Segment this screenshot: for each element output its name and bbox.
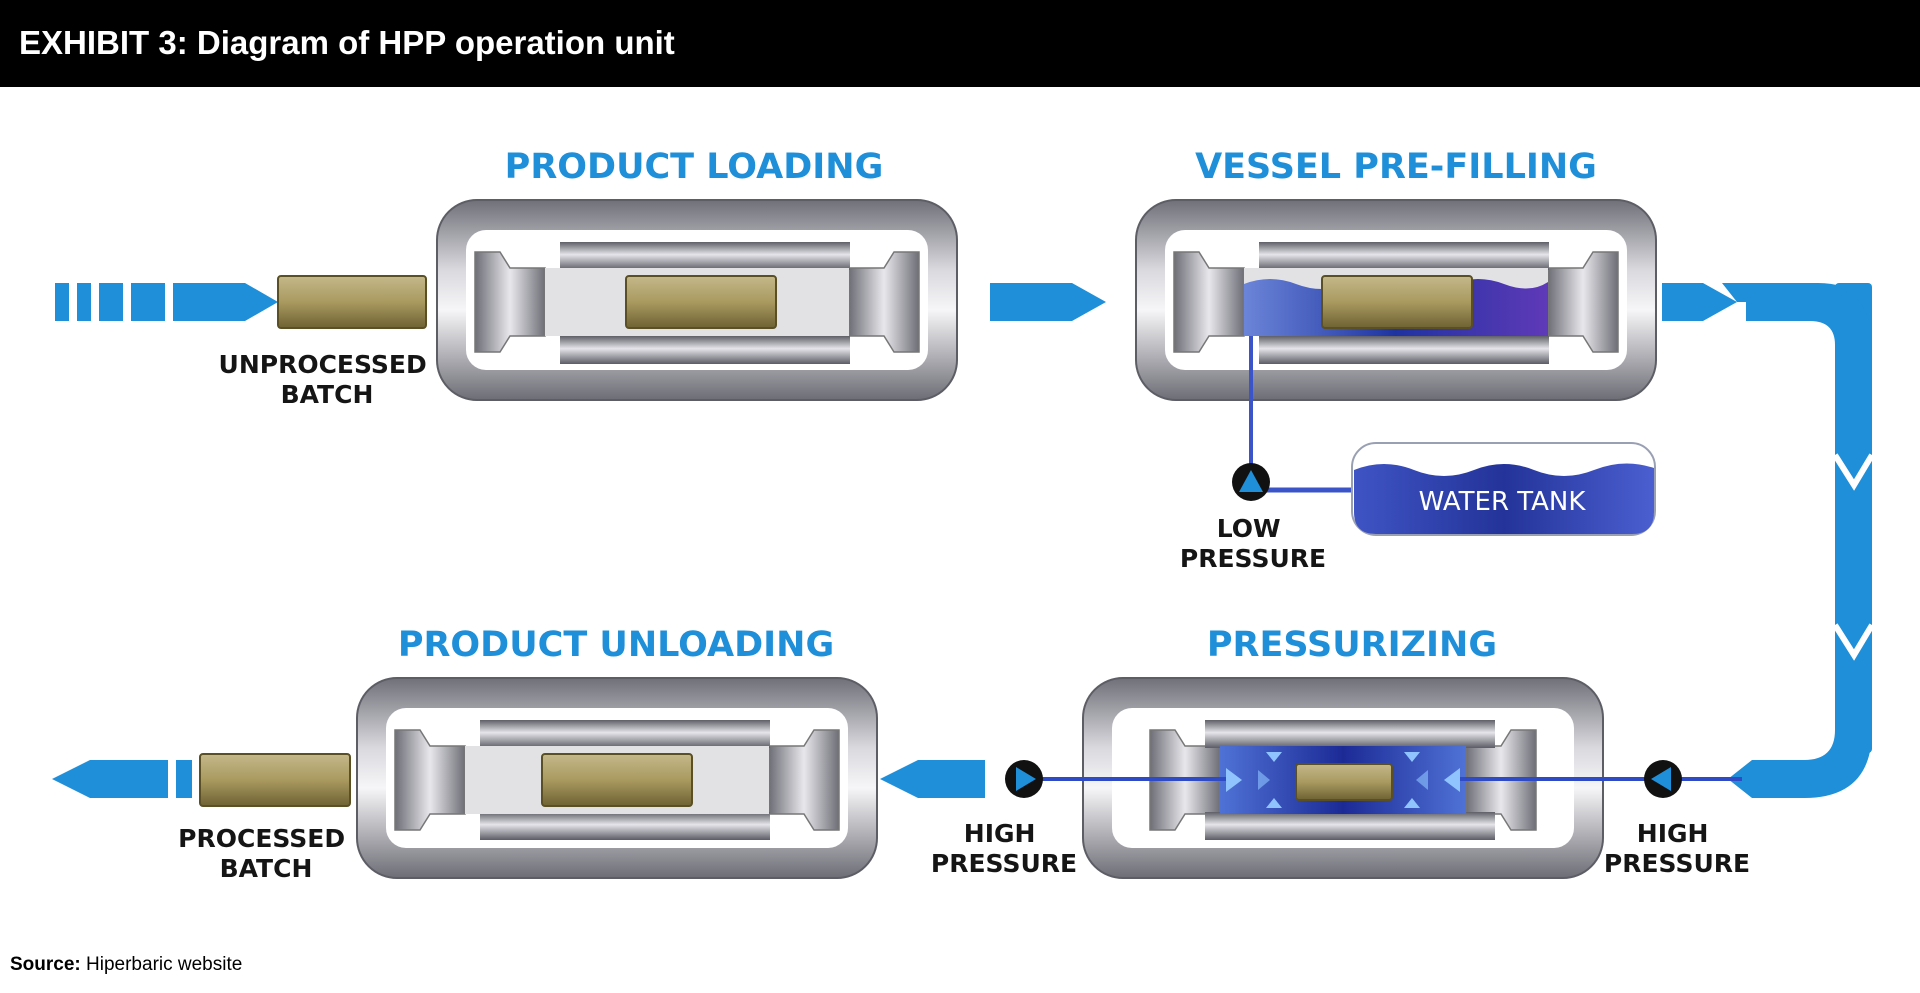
unprocessed-batch: UNPROCESSED BATCH bbox=[219, 275, 436, 409]
return-path-corner bbox=[1746, 283, 1872, 345]
label-line: HIGH bbox=[964, 819, 1036, 848]
stage-title: VESSEL PRE-FILLING bbox=[1195, 147, 1597, 187]
water-tank-water bbox=[1354, 463, 1654, 534]
stage-product-unloading: PRODUCT UNLOADING bbox=[356, 625, 878, 879]
source-note: Source: Hiperbaric website bbox=[10, 954, 242, 976]
food-batch bbox=[1321, 275, 1473, 329]
label-line: PRESSURE bbox=[931, 849, 1077, 878]
down-chevron bbox=[1832, 623, 1875, 661]
vessel-barrel-bottom bbox=[1259, 336, 1549, 364]
source-text: Hiperbaric website bbox=[80, 954, 243, 975]
pump-arrow-up bbox=[1239, 470, 1263, 492]
return-path-bar bbox=[1835, 283, 1872, 753]
outgoing-dash bbox=[176, 760, 192, 798]
incoming-dash bbox=[55, 283, 69, 321]
stage-title: PRODUCT LOADING bbox=[505, 147, 884, 187]
pressure-arrows bbox=[1226, 752, 1460, 808]
unprocessed-batch-label: UNPROCESSED BATCH bbox=[219, 350, 436, 409]
vessel-barrel-bottom bbox=[1205, 812, 1495, 840]
return-path-bottom bbox=[1760, 730, 1872, 798]
low-pressure-label: LOW PRESSURE bbox=[1180, 514, 1326, 573]
stage-vessel-prefilling: VESSEL PRE-FILLING bbox=[1135, 147, 1657, 401]
label-line: BATCH bbox=[220, 854, 313, 883]
high-pressure-circuit: HIGH PRESSURE HIGH PRESSURE bbox=[931, 760, 1750, 878]
stage-title: PRESSURIZING bbox=[1207, 625, 1497, 665]
low-pressure-circuit: LOW PRESSURE WATER TANK bbox=[1180, 336, 1656, 573]
arrow-to-prefilling bbox=[990, 283, 1106, 321]
pump-arrow-left bbox=[1651, 767, 1671, 791]
high-pressure-right-label: HIGH PRESSURE bbox=[1604, 819, 1750, 878]
vessel-barrel-bottom bbox=[560, 336, 850, 364]
stage-pressurizing: PRESSURIZING bbox=[1082, 625, 1604, 879]
stage-product-loading: PRODUCT LOADING bbox=[436, 147, 958, 401]
incoming-arrow-head bbox=[173, 283, 278, 321]
food-batch bbox=[199, 753, 351, 807]
processed-batch-label: PROCESSED BATCH bbox=[178, 824, 354, 883]
incoming-dash bbox=[131, 283, 165, 321]
food-batch bbox=[625, 275, 777, 329]
vessel-barrel-top bbox=[1259, 242, 1549, 270]
pump-arrow-right bbox=[1016, 767, 1036, 791]
label-line: UNPROCESSED bbox=[219, 350, 427, 379]
arrow-out-prefilling bbox=[1662, 283, 1737, 321]
incoming-dash bbox=[99, 283, 123, 321]
flow-arrows bbox=[52, 283, 1875, 798]
stage-title: PRODUCT UNLOADING bbox=[398, 625, 834, 665]
exhibit-title: EXHIBIT 3: Diagram of HPP operation unit bbox=[19, 24, 675, 61]
label-line: PRESSURE bbox=[1180, 544, 1326, 573]
vessel-barrel-top bbox=[480, 720, 770, 748]
water-tank-label: WATER TANK bbox=[1419, 487, 1587, 517]
label-line: PRESSURE bbox=[1604, 849, 1750, 878]
vessel-barrel-top bbox=[560, 242, 850, 270]
food-batch bbox=[277, 275, 427, 329]
arrow-to-unloading bbox=[880, 760, 985, 798]
food-batch bbox=[541, 753, 693, 807]
label-line: LOW bbox=[1217, 514, 1281, 543]
label-line: BATCH bbox=[281, 380, 374, 409]
high-pressure-left-label: HIGH PRESSURE bbox=[931, 819, 1077, 878]
outgoing-arrow-head bbox=[52, 760, 168, 798]
return-path-head bbox=[1728, 760, 1762, 798]
processed-batch: PROCESSED BATCH bbox=[178, 753, 354, 883]
vessel-barrel-bottom bbox=[480, 812, 770, 840]
vessel-barrel-top bbox=[1205, 720, 1495, 748]
incoming-dash bbox=[77, 283, 91, 321]
hpp-diagram: PRODUCT LOADING UNPROCESSED BATCH VESSEL… bbox=[52, 147, 1875, 883]
exhibit-header: EXHIBIT 3: Diagram of HPP operation unit bbox=[0, 0, 1920, 87]
label-line: PROCESSED bbox=[178, 824, 345, 853]
food-batch bbox=[1295, 763, 1393, 801]
down-chevron bbox=[1832, 453, 1875, 491]
source-label: Source: bbox=[10, 954, 81, 975]
label-line: HIGH bbox=[1637, 819, 1709, 848]
